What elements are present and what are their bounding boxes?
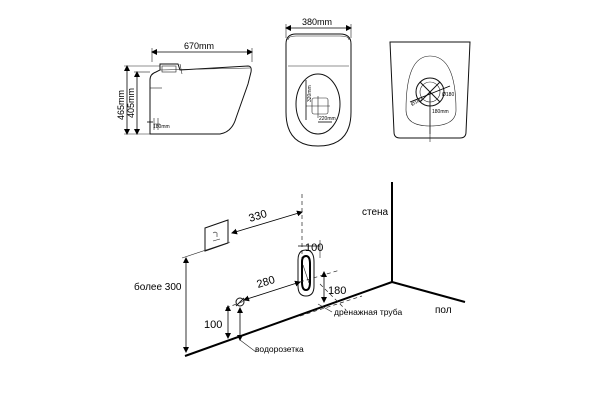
- wall-label: стена: [362, 207, 389, 218]
- dim-330: 330: [247, 208, 268, 225]
- toilet-bowl-outline: [295, 73, 341, 135]
- dim-280: 280: [255, 274, 276, 291]
- dim-180: 180: [328, 285, 346, 297]
- dim-100-left: 100: [204, 319, 222, 331]
- side-outlet-label: 180mm: [153, 124, 170, 130]
- toilet-bottom-outline: [389, 41, 471, 139]
- bottom-diameter-label-left: Ø180: [410, 96, 424, 107]
- front-width-label: 380mm: [302, 17, 332, 27]
- side-seat-height-label: 405mm: [126, 88, 136, 118]
- dim-over-300: более 300: [134, 281, 182, 293]
- floor-water-socket: [225, 297, 253, 309]
- toilet-top-outline: [285, 33, 352, 147]
- dim-100-top: 100: [305, 242, 323, 254]
- front-view: 380mm 320mm 220mm: [285, 17, 352, 147]
- side-panel-icon: [161, 65, 177, 73]
- floor-wall-edge: [184, 281, 393, 357]
- water-socket-label: водорозетка: [255, 344, 304, 354]
- installation-scheme: стена пол 330 100 180 дренажная труба 28…: [134, 182, 466, 357]
- side-view: 670mm 465mm 405mm 180mm: [116, 41, 253, 135]
- wall-water-socket-plate: [204, 219, 229, 252]
- side-width-label: 670mm: [184, 41, 214, 51]
- front-inner-height-label: 320mm: [307, 85, 313, 102]
- side-total-height-label: 465mm: [116, 90, 126, 120]
- toilet-side-silhouette: [149, 63, 252, 135]
- bottom-diameter-label-right: Ø180: [442, 92, 454, 98]
- bottom-offset-label: 180mm: [432, 109, 449, 115]
- drain-pipe: [297, 249, 315, 297]
- floor-label: пол: [435, 305, 452, 316]
- front-inner-width-label: 220mm: [319, 116, 336, 122]
- bottom-view: Ø180 Ø180 180mm: [389, 41, 471, 142]
- floor-right-edge: [391, 281, 466, 303]
- drain-pipe-label: дренажная труба: [334, 307, 402, 317]
